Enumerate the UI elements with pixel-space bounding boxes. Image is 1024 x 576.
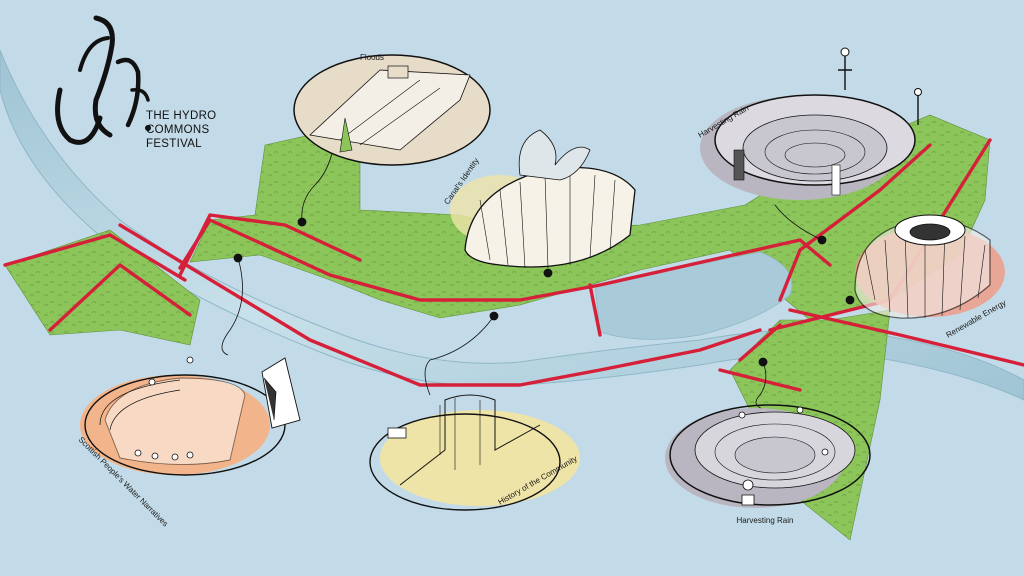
- installation-canals-identity[interactable]: Canal's Identity: [442, 129, 636, 269]
- label-floods: Floods: [360, 53, 384, 62]
- visitor-figures: [738, 406, 829, 506]
- marker-renewable: [845, 295, 855, 305]
- visitor-figure: [838, 55, 852, 90]
- location-markers: [221, 139, 855, 411]
- festival-logo: [55, 15, 151, 145]
- visitor-figure: [831, 164, 841, 196]
- installation-renewable-energy[interactable]: Renewable Energy: [854, 214, 1008, 340]
- festival-title: THE HYDRO COMMONS FESTIVAL: [146, 109, 216, 151]
- installation-history-community[interactable]: History of the Community: [369, 394, 580, 511]
- installation-harvesting-rain-top[interactable]: Harvesting Rain: [697, 47, 922, 200]
- festival-paths: [3, 138, 1024, 392]
- marker-canals-identity: [543, 268, 553, 278]
- audience-figures: [134, 356, 194, 461]
- label-harvesting-rain-bottom: Harvesting Rain: [737, 516, 794, 525]
- title-line-3: FESTIVAL: [146, 138, 202, 150]
- title-line-1: THE HYDRO: [146, 110, 217, 122]
- installation-floods[interactable]: Floods: [293, 53, 491, 166]
- installation-water-narratives[interactable]: Scottish People's Water Narratives: [77, 356, 301, 528]
- canal: [0, 49, 1024, 401]
- title-line-2: COMMONS: [146, 124, 210, 136]
- installation-harvesting-rain-bottom[interactable]: Harvesting Rain: [665, 404, 871, 525]
- visitor-figure: [733, 149, 745, 181]
